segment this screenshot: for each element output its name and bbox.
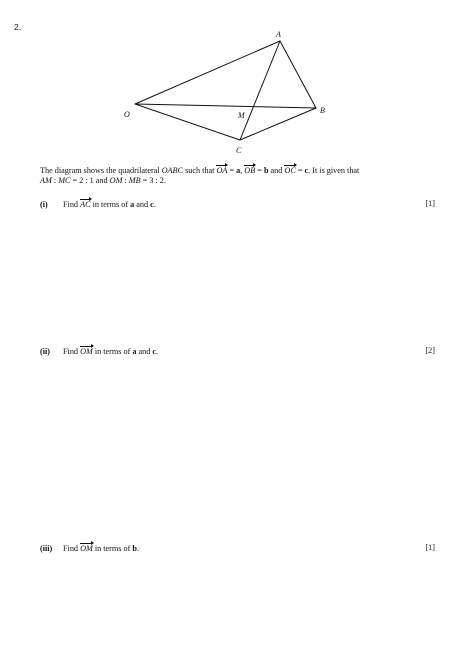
- part-iii: (iii)Find OM in terms of b. [1]: [40, 541, 435, 553]
- vector-a: a: [236, 166, 241, 175]
- part-iii-marks: [1]: [425, 543, 435, 552]
- part-ii-marks: [2]: [425, 346, 435, 355]
- question-intro: The diagram shows the quadrilateral OABC…: [40, 163, 440, 186]
- label-b: B: [320, 106, 325, 115]
- intro-line-2: AM : MC = 2 : 1 and OM : MB = 3 : 2.: [40, 176, 166, 185]
- vector-c: c: [304, 166, 309, 175]
- intro-line-1: The diagram shows the quadrilateral OABC…: [40, 163, 360, 175]
- label-m: M: [237, 111, 246, 120]
- part-ii-number: (ii): [40, 347, 51, 356]
- quadrilateral-diagram: A B C O M: [124, 30, 325, 155]
- quadrilateral-name: OABC: [161, 166, 184, 175]
- label-o: O: [124, 110, 130, 119]
- edge-oa: [134, 40, 281, 105]
- part-iii-number: (iii): [40, 544, 53, 553]
- edge-bc: [239, 107, 317, 141]
- question-number: 2.: [14, 22, 22, 32]
- vector-oc: OC: [284, 163, 298, 175]
- vector-ac: AC: [80, 197, 93, 209]
- part-ii: (ii)Find OM in terms of a and c. [2]: [40, 344, 435, 356]
- part-i-marks: [1]: [425, 199, 435, 208]
- edge-ab: [279, 40, 317, 109]
- vector-om: OM: [80, 541, 94, 553]
- part-i: (i)Find AC in terms of a and c. [1]: [40, 197, 435, 209]
- edge-co: [134, 103, 241, 141]
- vector-om: OM: [80, 344, 94, 356]
- label-c: C: [236, 146, 242, 155]
- vector-ob: OB: [244, 163, 257, 175]
- vector-oa: OA: [216, 163, 229, 175]
- label-a: A: [275, 30, 281, 39]
- vector-b: b: [263, 166, 269, 175]
- diagonal-ob: [134, 103, 317, 109]
- diagonal-ac: [239, 40, 281, 141]
- part-i-number: (i): [40, 200, 48, 209]
